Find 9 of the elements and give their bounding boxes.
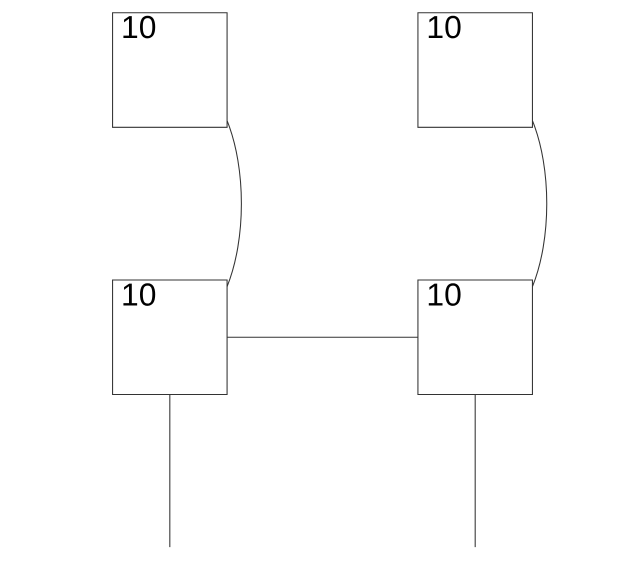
connector — [531, 120, 547, 287]
node-box: 10 — [112, 12, 228, 128]
connector — [168, 394, 170, 548]
connector — [226, 336, 418, 338]
node-box: 10 — [416, 279, 532, 395]
connector — [226, 120, 242, 287]
connector — [474, 394, 476, 548]
node-box: 10 — [416, 12, 532, 128]
node-box: 10 — [112, 279, 228, 395]
